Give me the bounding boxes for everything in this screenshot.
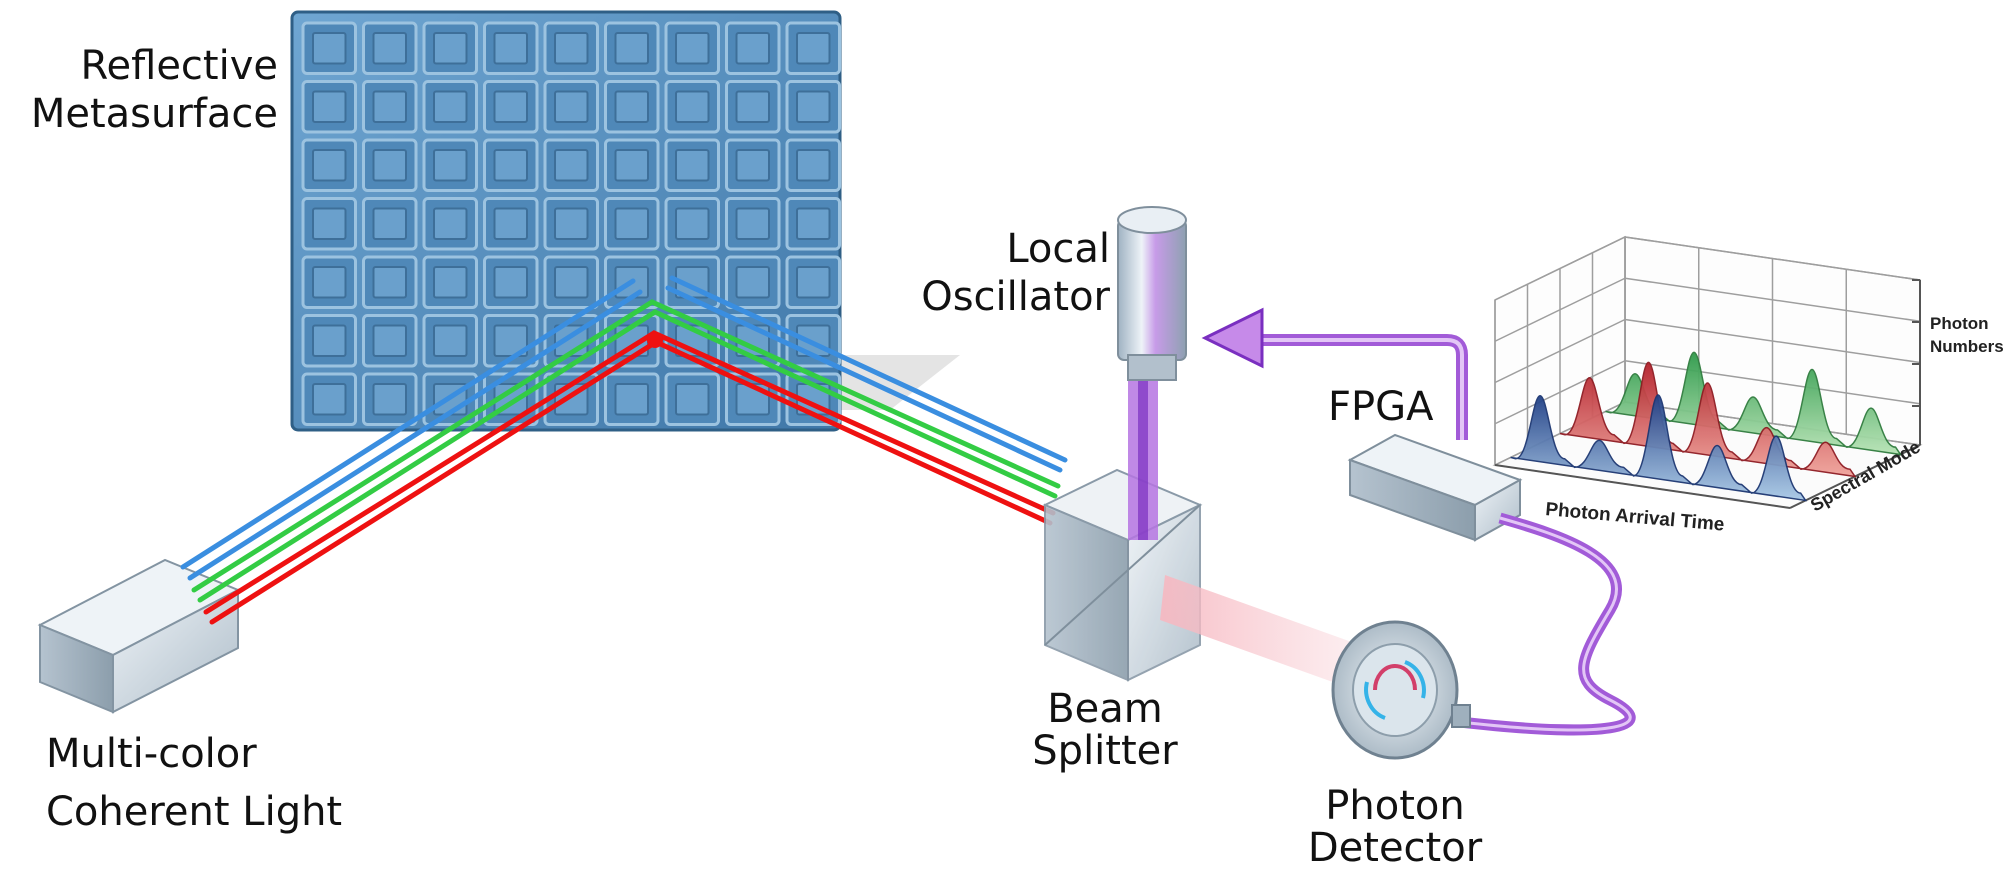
metasurface-cell-inner <box>735 90 770 123</box>
fpga-label: FPGA <box>1328 384 1434 430</box>
plot-peak-row <box>1510 394 1808 502</box>
source-label-line1: Multi-color <box>46 731 257 777</box>
metasurface-cell-inner <box>493 32 528 65</box>
metasurface-cell-inner <box>675 90 710 123</box>
plot-gridline <box>1494 236 1626 301</box>
bs-label-line1: Beam <box>1047 686 1163 732</box>
metasurface-cell-inner <box>433 324 468 357</box>
beam-green <box>191 299 1061 603</box>
metasurface-cell-inner <box>675 383 710 416</box>
local-oscillator <box>1117 206 1187 540</box>
plot-z-label-line1: Photon <box>1930 314 1989 333</box>
plot-z-axis <box>1912 279 1921 445</box>
metasurface-cell-inner <box>372 383 407 416</box>
metasurface-cell-inner <box>312 32 347 65</box>
metasurface-cell-inner <box>554 266 589 299</box>
plot-z-label-line2: Numbers <box>1930 336 2004 356</box>
plot-gridline <box>1494 318 1626 384</box>
pd-label-line2: Detector <box>1307 825 1483 871</box>
metasurface-cell-inner <box>372 266 407 299</box>
metasurface-cell-inner <box>796 149 831 182</box>
metasurface-cell-inner <box>493 266 528 299</box>
metasurface-cell-inner <box>614 207 649 240</box>
local-oscillator-label: Local Oscillator <box>880 225 1110 321</box>
laser-source <box>37 558 241 714</box>
metasurface-cell-inner <box>312 90 347 123</box>
metasurface-cell-inner <box>372 324 407 357</box>
metasurface-cell-inner <box>433 266 468 299</box>
metasurface-label-line2: Metasurface <box>30 91 278 137</box>
metasurface-cell-inner <box>433 90 468 123</box>
metasurface-cell-inner <box>614 149 649 182</box>
source-label: Multi-color Coherent Light <box>46 725 342 841</box>
metasurface-cell-inner <box>735 149 770 182</box>
plot-peaks <box>1510 351 1903 502</box>
metasurface-label: Reflective Metasurface <box>8 42 278 138</box>
metasurface-cells <box>301 21 841 426</box>
beam-splitter <box>1042 468 1203 682</box>
plot-gridline <box>1494 277 1626 342</box>
metasurface-cell-inner <box>493 149 528 182</box>
metasurface-cell-inner <box>312 149 347 182</box>
fpga <box>1347 433 1523 542</box>
metasurface-cell-inner <box>372 207 407 240</box>
metasurface-cell-inner <box>554 149 589 182</box>
metasurface-cell-inner <box>372 32 407 65</box>
metasurface-cell-inner <box>735 32 770 65</box>
metasurface-cell-inner <box>372 149 407 182</box>
metasurface-cell-inner <box>312 324 347 357</box>
metasurface-label-line1: Reflective <box>80 43 278 89</box>
metasurface-cell-inner <box>312 266 347 299</box>
metasurface-cell-inner <box>735 207 770 240</box>
photon-detector <box>1331 620 1471 760</box>
metasurface-cell-inner <box>796 32 831 65</box>
metasurface-cell-inner <box>614 90 649 123</box>
metasurface-cell-inner <box>312 207 347 240</box>
metasurface-cell-inner <box>554 90 589 123</box>
metasurface-cell-inner <box>433 207 468 240</box>
metasurface-cell-inner <box>735 266 770 299</box>
plot-gridline <box>1624 318 1921 364</box>
lo-label-line2: Oscillator <box>921 274 1110 320</box>
photon-detector-label: Photon Detector <box>1295 785 1495 869</box>
feedback-arrow-icon <box>1201 307 1264 369</box>
plot-gridline <box>1624 236 1921 281</box>
plot-x-label: Photon Arrival Time <box>1545 499 1726 536</box>
light-beams <box>180 275 1068 625</box>
detector-fiber <box>1459 512 1636 736</box>
metasurface-cell-inner <box>796 266 831 299</box>
metasurface-cell-inner <box>675 207 710 240</box>
metasurface-cell-inner <box>493 207 528 240</box>
plot-peak-row <box>1559 361 1857 478</box>
plot-z-label: Photon Numbers <box>1930 313 2004 359</box>
beam-splitter-label: Beam Splitter <box>1015 688 1195 772</box>
pd-label-line1: Photon <box>1325 783 1465 829</box>
plot-x-axis <box>1494 464 1791 509</box>
metasurface-cell-inner <box>675 32 710 65</box>
metasurface-cell-inner <box>796 90 831 123</box>
beam-blue <box>180 275 1068 581</box>
output-beam <box>1160 575 1360 690</box>
plot-gridline <box>1624 277 1921 322</box>
metasurface-cell-inner <box>614 383 649 416</box>
metasurface-cell-inner <box>554 32 589 65</box>
metasurface-cell-inner <box>614 32 649 65</box>
metasurface-cell-inner <box>372 90 407 123</box>
metasurface-cell-inner <box>554 207 589 240</box>
metasurface-cell-inner <box>312 383 347 416</box>
metasurface-cell-inner <box>493 90 528 123</box>
lo-label-line1: Local <box>1006 226 1110 272</box>
metasurface-cell-inner <box>433 32 468 65</box>
source-label-line2: Coherent Light <box>46 789 343 835</box>
photon-plot <box>1492 235 1923 509</box>
metasurface-cell-inner <box>433 149 468 182</box>
bs-label-line2: Splitter <box>1032 728 1178 774</box>
reflection-point <box>647 332 663 348</box>
metasurface-cell-inner <box>675 149 710 182</box>
feedback-fiber <box>1201 307 1468 440</box>
metasurface-cell-inner <box>796 207 831 240</box>
